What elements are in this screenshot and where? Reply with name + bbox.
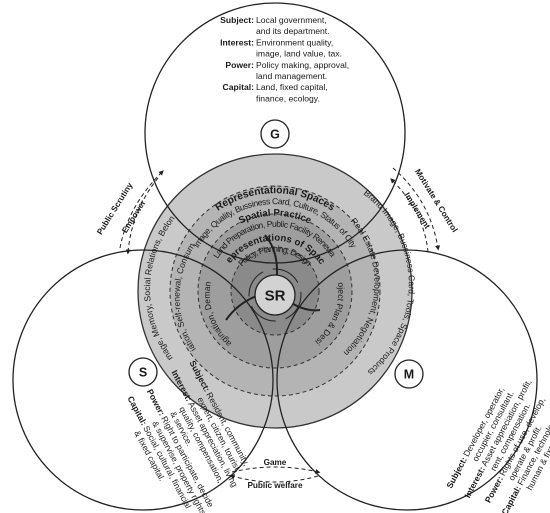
market-key-3: Capital: [499, 484, 523, 513]
empower-label: Empower [120, 198, 148, 235]
government-key-3: Capital: [222, 82, 254, 92]
government-value-1-1: image, land value, tax. [256, 49, 342, 59]
gm-relation-arrows [390, 167, 441, 253]
market-badge: M [394, 359, 424, 389]
sr-label: SR [265, 288, 286, 305]
government-letter: G [270, 128, 280, 142]
government-description: Subject:Local government,and its departm… [220, 15, 349, 103]
game-label: Game [264, 458, 287, 467]
society-letter: S [139, 366, 147, 380]
implement-label: Implement [402, 191, 431, 231]
society-key-3: Capital: [126, 394, 150, 427]
government-badge: G [260, 119, 290, 149]
sr-cycle-icon [248, 268, 302, 322]
motivate-control-label: Motivate & Control [413, 167, 459, 233]
government-key-2: Power: [225, 60, 254, 70]
public-welfare-label: Public welfare [247, 481, 303, 490]
actor-circles [12, 2, 538, 511]
government-value-0-1: and its department. [256, 26, 330, 36]
government-circle [144, 2, 406, 264]
market-description: Subject:Developer, operator,occupier, co… [444, 377, 550, 513]
sm-relation-arrows [229, 466, 321, 483]
society-key-2: Power: [145, 387, 167, 417]
outer-ring-left-text: City Image, Memory, Social Relations, Be… [0, 0, 177, 363]
government-value-0-0: Local government, [256, 15, 327, 25]
government-value-3-1: finance, ecology. [256, 93, 320, 103]
government-value-3-0: Land, fixed capital, [256, 82, 328, 92]
sr-core-circle [254, 274, 296, 316]
market-letter: M [404, 368, 414, 382]
government-key-1: Interest: [220, 37, 254, 47]
market-circle [276, 249, 538, 511]
gs-relation-arrows [119, 170, 164, 255]
market-key-0: Subject: [444, 455, 469, 490]
society-circle [12, 249, 274, 511]
government-value-2-1: land management. [256, 71, 327, 81]
market-key-1: Interest: [462, 465, 487, 500]
outer-ring-left-path: City Image, Memory, Social Relations, Be… [0, 0, 177, 363]
market-key-2: Power: [483, 474, 505, 504]
government-key-0: Subject: [220, 15, 254, 25]
society-badge: S [128, 357, 158, 387]
government-value-1-0: Environment quality, [256, 37, 333, 47]
government-value-2-0: Policy making, approval, [256, 60, 349, 70]
